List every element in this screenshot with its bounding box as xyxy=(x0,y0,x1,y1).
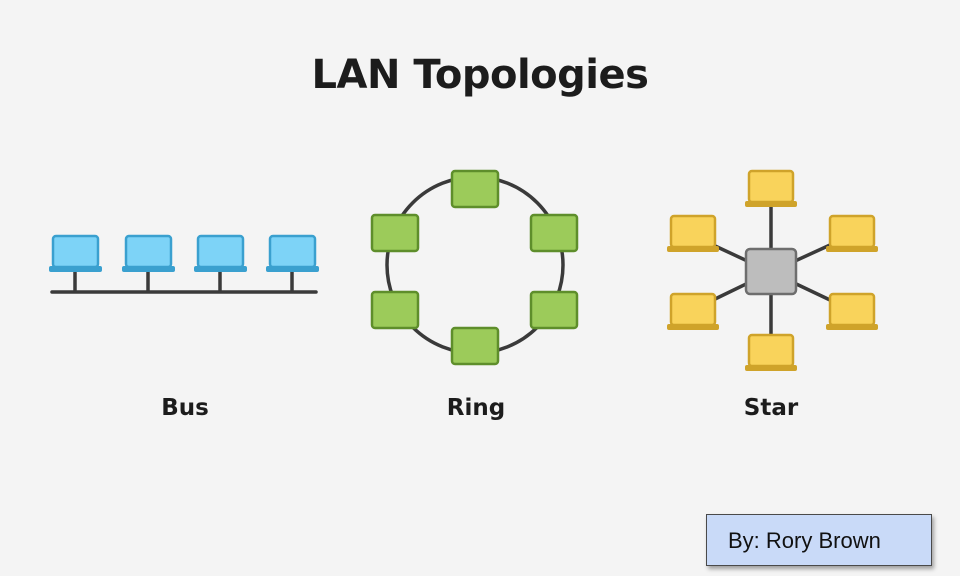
star-label: Star xyxy=(743,395,799,421)
page-title: LAN Topologies xyxy=(311,52,649,98)
star-node xyxy=(826,292,878,330)
bus-label: Bus xyxy=(161,395,209,421)
ring-node xyxy=(370,213,420,253)
star-topology xyxy=(667,169,878,371)
bus-node xyxy=(266,234,319,272)
author-textbox[interactable]: By: Rory Brown xyxy=(706,514,932,566)
bus-topology xyxy=(49,234,319,294)
bus-drop-lines xyxy=(73,272,294,292)
bus-node xyxy=(194,234,247,272)
star-node xyxy=(667,214,719,252)
star-node xyxy=(826,214,878,252)
ring-node xyxy=(529,290,579,330)
ring-node xyxy=(450,326,500,366)
star-node xyxy=(667,292,719,330)
bus-node xyxy=(122,234,175,272)
star-node xyxy=(745,169,797,207)
ring-label: Ring xyxy=(446,395,506,421)
ring-node xyxy=(370,290,420,330)
ring-node xyxy=(529,213,579,253)
ring-topology xyxy=(370,169,579,366)
star-hub xyxy=(744,247,798,296)
bus-node xyxy=(49,234,102,272)
ring-node xyxy=(450,169,500,209)
author-text: By: Rory Brown xyxy=(728,528,881,553)
star-node xyxy=(745,333,797,371)
